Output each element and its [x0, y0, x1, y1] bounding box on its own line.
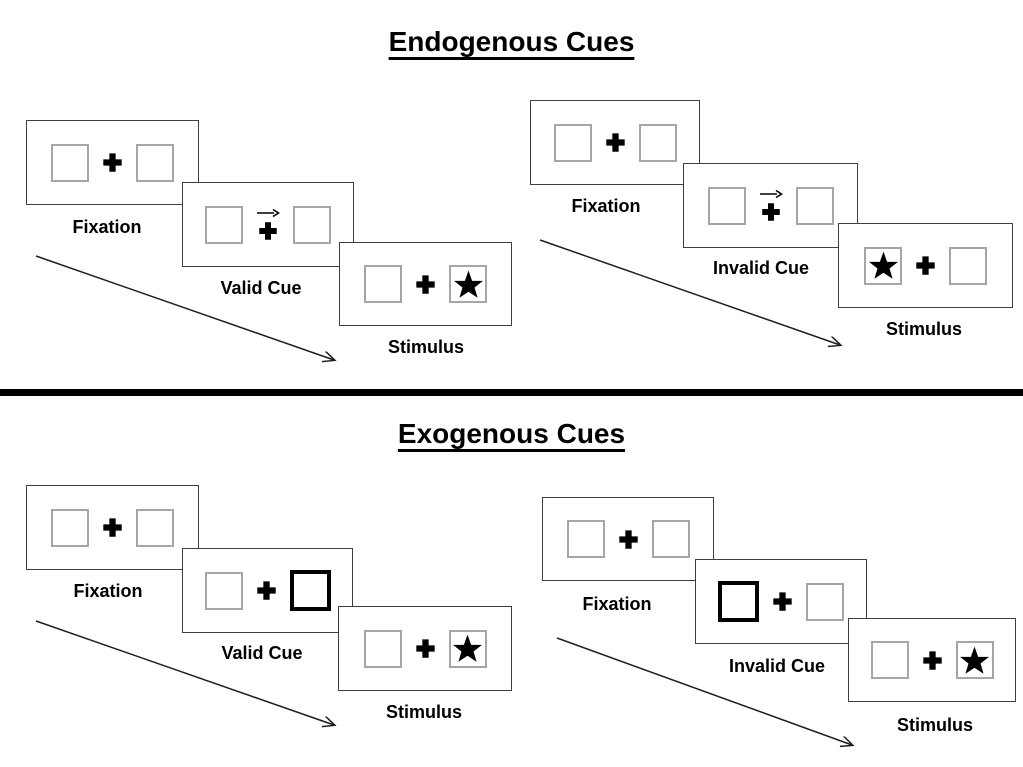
placeholder-box-left — [553, 123, 592, 162]
timeline-arrow-icon — [35, 620, 355, 736]
section-divider — [0, 389, 1023, 396]
panel-endo-valid-cue — [182, 182, 354, 267]
fixation-cross-icon — [415, 638, 436, 659]
placeholder-box-right — [136, 508, 174, 547]
timeline-arrow-icon — [35, 255, 355, 371]
panel-endo-invalid-fixation — [530, 100, 700, 185]
placeholder-box-left — [204, 571, 243, 610]
panel-exo-valid-cue — [182, 548, 353, 633]
fixation-cross-icon — [256, 580, 277, 601]
placeholder-box-left — [364, 265, 402, 303]
fixation-cross-icon — [761, 203, 780, 221]
panel-exo-invalid-stimulus — [848, 618, 1016, 702]
fixation-cross-icon — [915, 255, 936, 276]
right-arrow-icon — [257, 208, 280, 218]
fixation-cross-icon — [102, 152, 123, 173]
star-icon — [868, 251, 898, 279]
panel-label-stimulus: Stimulus — [387, 337, 465, 357]
panel-label-invalid-cue: Invalid Cue — [728, 656, 826, 676]
timeline-arrow-icon — [556, 637, 870, 757]
panel-label-invalid-cue: Invalid Cue — [712, 258, 810, 278]
star-box — [448, 629, 487, 668]
exogenous-section-title: Exogenous Cues — [397, 418, 626, 449]
placeholder-box-left — [870, 641, 909, 679]
star-box — [955, 641, 994, 679]
fixation-cross-icon — [415, 274, 436, 295]
placeholder-box-left — [205, 205, 243, 244]
fixation-cross-icon — [259, 222, 277, 240]
placeholder-box-left — [707, 186, 746, 225]
panel-exo-invalid-fixation — [542, 497, 714, 581]
placeholder-box-right — [806, 582, 844, 621]
panel-label-valid-cue: Valid Cue — [220, 278, 302, 298]
star-box — [864, 246, 902, 285]
fixation-cross-icon — [102, 517, 123, 538]
panel-label-fixation: Fixation — [582, 594, 652, 614]
panel-label-stimulus: Stimulus — [385, 702, 463, 722]
timeline-arrow-icon — [539, 239, 857, 355]
panel-exo-invalid-cue — [695, 559, 867, 644]
fixation-cross-icon — [618, 529, 639, 550]
fixation-cross-icon — [605, 132, 626, 153]
star-icon — [453, 634, 482, 662]
placeholder-box-right — [638, 123, 677, 162]
placeholder-box-right — [293, 205, 331, 244]
placeholder-box-right — [795, 186, 834, 225]
panel-endo-invalid-stimulus — [838, 223, 1013, 308]
panel-label-valid-cue: Valid Cue — [221, 643, 303, 663]
fixation-cross-icon — [922, 650, 943, 671]
highlight-box-left — [718, 581, 759, 622]
panel-label-fixation: Fixation — [571, 196, 641, 216]
panel-endo-valid-fixation — [26, 120, 199, 205]
panel-label-fixation: Fixation — [73, 581, 143, 601]
placeholder-box-left — [51, 508, 89, 547]
placeholder-box-right — [949, 246, 987, 285]
cue-symbol — [759, 189, 783, 222]
panel-label-stimulus: Stimulus — [885, 319, 963, 339]
placeholder-box-right — [136, 143, 174, 182]
panel-exo-valid-fixation — [26, 485, 199, 570]
right-arrow-icon — [759, 189, 783, 199]
star-icon — [960, 646, 989, 674]
panel-label-stimulus: Stimulus — [896, 715, 974, 735]
star-icon — [453, 270, 483, 298]
panel-endo-valid-stimulus — [339, 242, 512, 326]
fixation-cross-icon — [772, 591, 793, 612]
panel-label-fixation: Fixation — [72, 217, 142, 237]
endogenous-section-title: Endogenous Cues — [388, 26, 635, 57]
placeholder-box-left — [51, 143, 89, 182]
panel-endo-invalid-cue — [683, 163, 858, 248]
placeholder-box-left — [363, 629, 402, 668]
placeholder-box-left — [566, 520, 605, 558]
cue-symbol — [256, 208, 280, 241]
star-box — [449, 265, 487, 303]
panel-exo-valid-stimulus — [338, 606, 512, 691]
placeholder-box-right — [651, 520, 690, 558]
highlight-box-right — [289, 570, 331, 611]
